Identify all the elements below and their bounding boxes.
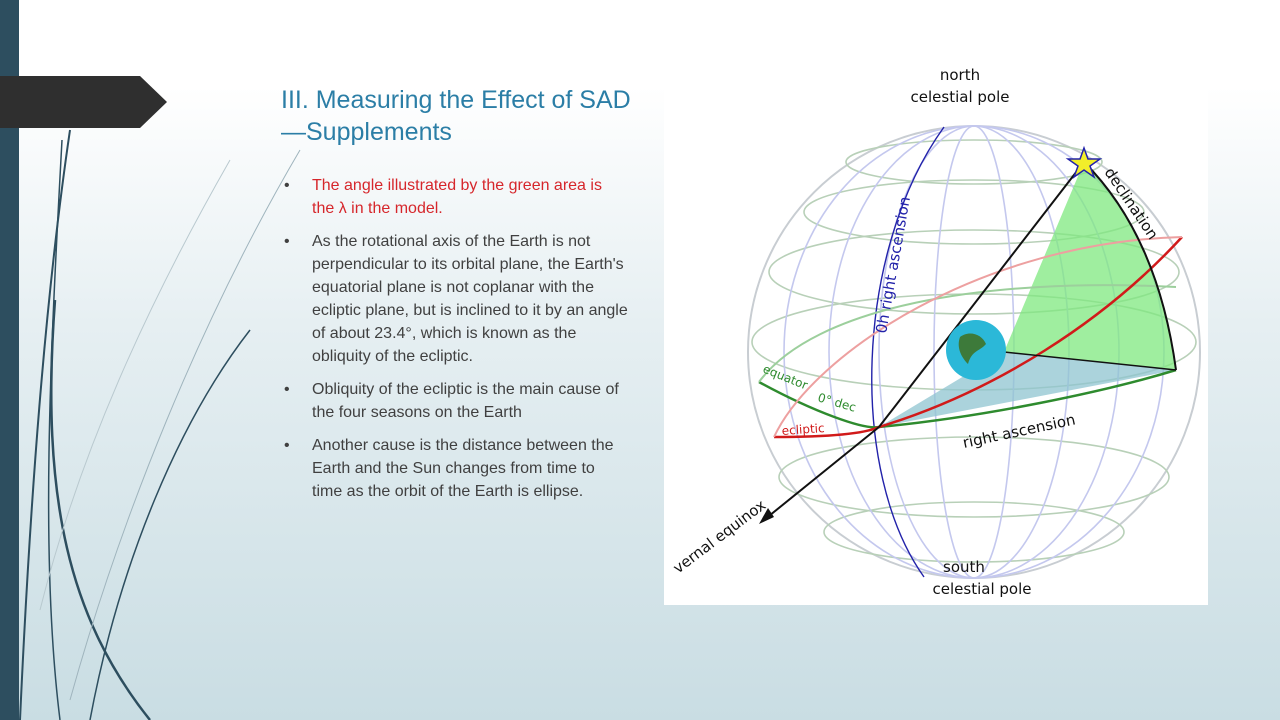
right-ascension-area	[879, 352, 1176, 427]
declination-area	[1004, 162, 1176, 370]
declination-arc	[1083, 161, 1177, 371]
title-arrow-tab	[0, 76, 167, 128]
arrow-head	[759, 508, 774, 524]
latitude-lines	[751, 139, 1197, 563]
ecliptic-label: ecliptic	[781, 421, 825, 438]
bullet-item: • The angle illustrated by the green area…	[284, 174, 628, 220]
north-pole-label-1: north	[940, 66, 980, 84]
left-accent-bar	[0, 0, 19, 720]
right-ascension-label: right ascension	[961, 410, 1077, 451]
bullet-text: As the rotational axis of the Earth is n…	[312, 233, 628, 365]
slide-title: III. Measuring the Effect of SAD—Supplem…	[281, 86, 631, 146]
earth-continents	[958, 333, 986, 364]
bullet-item: • Obliquity of the ecliptic is the main c…	[284, 378, 628, 424]
north-pole-label-2: celestial pole	[911, 88, 1010, 106]
bullet-item: • As the rotational axis of the Earth is …	[284, 230, 628, 368]
celestial-sphere-figure: north celestial pole south celestial pol…	[664, 52, 1208, 605]
vernal-equinox-label: vernal equinox	[670, 496, 770, 577]
south-pole-label-1: south	[943, 558, 985, 576]
decorative-swoosh	[19, 129, 301, 720]
bullet-dot: •	[284, 437, 290, 454]
bullet-text: Obliquity of the ecliptic is the main ca…	[312, 381, 619, 421]
bullet-text: Another cause is the distance between th…	[312, 437, 614, 500]
south-pole-label-2: celestial pole	[933, 580, 1032, 598]
bullet-text: The angle illustrated by the green area …	[312, 177, 602, 217]
bullet-dot: •	[284, 381, 290, 398]
bullet-dot: •	[284, 177, 290, 194]
bullet-item: • Another cause is the distance between t…	[284, 434, 628, 503]
bullet-dot: •	[284, 233, 290, 250]
zero-dec-label: 0° dec	[816, 390, 857, 414]
projection-line	[1003, 351, 1177, 371]
equator-line	[758, 368, 1177, 429]
ra-0h-meridian	[871, 126, 945, 578]
vernal-equinox-arrow	[763, 426, 880, 521]
equator-back	[758, 284, 1177, 383]
bullet-list: • The angle illustrated by the green area…	[284, 174, 628, 513]
star-direction-line	[878, 161, 1085, 428]
celestial-sphere-diagram: north celestial pole south celestial pol…	[670, 66, 1201, 598]
star-icon	[1065, 145, 1103, 179]
ecliptic-line	[773, 236, 1183, 439]
ecliptic-back	[773, 236, 1183, 438]
